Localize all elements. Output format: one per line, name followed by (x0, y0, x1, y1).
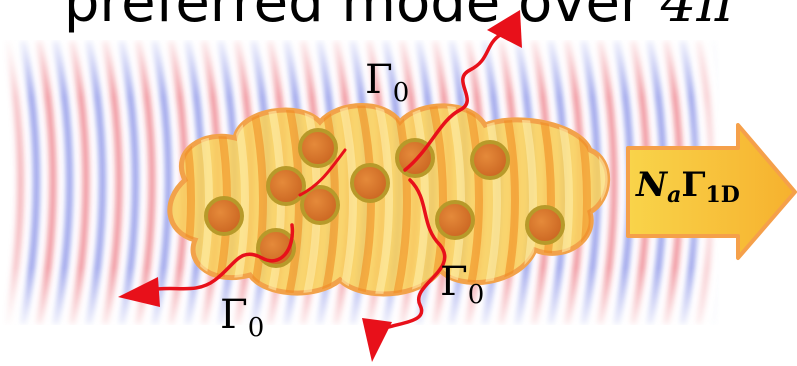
atom (268, 168, 304, 204)
gamma-label-top: Γ0 (365, 60, 409, 106)
atom (437, 202, 473, 238)
wavefront-arc (105, 40, 119, 325)
wavefront-arc (56, 40, 70, 325)
arrow-label: NaΓ1D (636, 165, 740, 208)
atom (206, 198, 242, 234)
atom (527, 207, 563, 243)
wavefront-arc (122, 40, 136, 325)
wavefront-arc (72, 40, 86, 325)
photon-arrowhead-center (362, 318, 392, 362)
wavefront-arc (23, 40, 37, 325)
title-text: preferred mode over 4π (0, 0, 797, 35)
wavefront-arc (39, 40, 53, 325)
atom (352, 165, 388, 201)
atom (472, 142, 508, 178)
wavefront-arc (6, 40, 20, 325)
wavefront-arc (89, 40, 103, 325)
gamma-label-right: Γ0 (440, 262, 484, 308)
atom (300, 130, 336, 166)
gamma-label-left: Γ0 (220, 295, 264, 341)
